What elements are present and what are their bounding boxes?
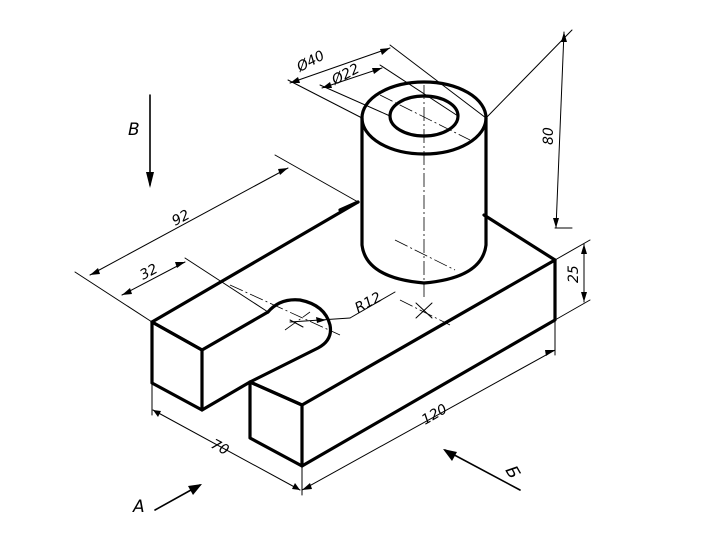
left-prong-front bbox=[150, 320, 204, 412]
slot-edge bbox=[248, 298, 333, 384]
view-label-v: В bbox=[128, 120, 140, 140]
dim-length: 120 bbox=[419, 401, 450, 428]
dim-depth: 92 bbox=[169, 207, 192, 230]
dim-slot-width: 32 bbox=[137, 261, 160, 284]
base-block bbox=[150, 200, 557, 468]
dim-width: 70 bbox=[208, 436, 231, 459]
view-arrow-a bbox=[154, 484, 202, 511]
arrowheads bbox=[90, 32, 587, 490]
view-label-b: Б bbox=[501, 463, 524, 483]
dimension-lines bbox=[74, 29, 591, 496]
dim-inner-diameter: Ø22 bbox=[328, 61, 362, 89]
back-left-edge bbox=[338, 200, 360, 212]
view-arrow-b bbox=[443, 449, 521, 491]
dim-height-total: 80 bbox=[541, 127, 557, 145]
back-top-edge bbox=[482, 213, 557, 262]
left-prong-side bbox=[200, 310, 270, 412]
center-lines bbox=[229, 85, 471, 336]
view-arrow-v bbox=[146, 94, 154, 188]
dim-radius: R12 bbox=[352, 289, 384, 316]
view-label-a: A bbox=[132, 497, 145, 517]
right-prong-top bbox=[248, 380, 304, 407]
dim-base-height: 25 bbox=[566, 265, 582, 283]
long-side-face bbox=[300, 258, 557, 468]
